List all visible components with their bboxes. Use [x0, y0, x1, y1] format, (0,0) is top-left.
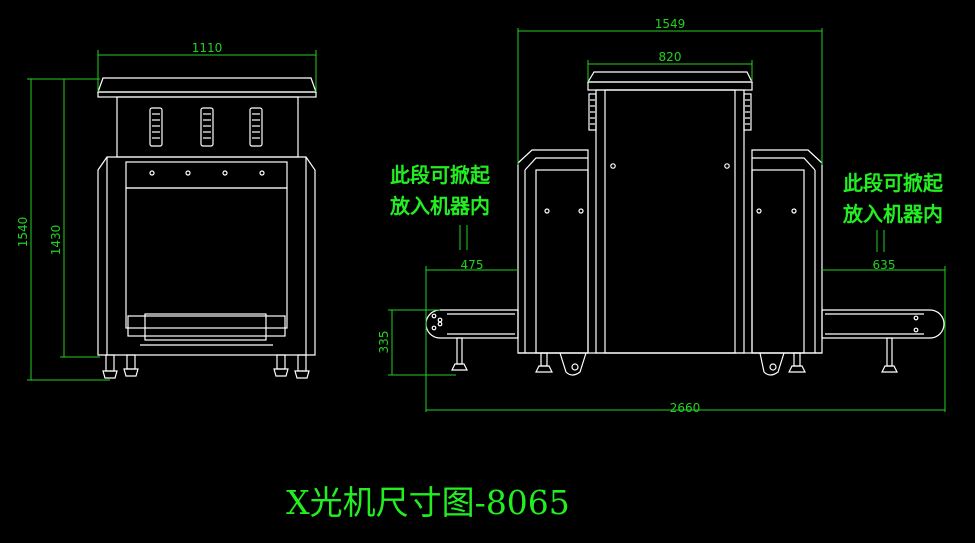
front-height-outer-dim: 1540 — [16, 217, 30, 248]
side-left-cabinet — [517, 149, 589, 354]
side-left-conveyor-dim: 475 — [461, 258, 484, 272]
front-top-cap — [97, 77, 317, 93]
side-overall-length-dim: 2660 — [670, 401, 701, 415]
front-body — [97, 156, 316, 356]
vent-slots — [149, 107, 263, 147]
side-conveyor-height-dim: 335 — [377, 331, 391, 354]
drawing-title: X光机尺寸图-8065 — [286, 483, 570, 522]
front-width-dim: 1110 — [192, 41, 223, 55]
side-right-conveyor-dim: 635 — [873, 258, 896, 272]
side-dimensions — [388, 28, 946, 412]
front-view: 1110 1540 1430 — [16, 41, 317, 381]
side-tunnel-width-dim: 820 — [659, 50, 682, 64]
side-top-cap — [586, 71, 753, 83]
note-right-line2: 放入机器内 — [842, 202, 943, 226]
note-left-line1: 此段可掀起 — [390, 163, 491, 187]
front-feet — [102, 354, 310, 379]
front-tunnel — [125, 187, 288, 329]
right-conveyor — [821, 309, 945, 373]
front-height-inner-dim: 1430 — [49, 225, 63, 256]
front-dimensions — [27, 50, 317, 381]
left-conveyor — [425, 309, 519, 371]
side-overall-width-dim: 1549 — [655, 17, 686, 31]
side-view: 1549 820 475 635 335 2660 此段可掀起 放入机器内 此段… — [377, 17, 946, 415]
front-upper-housing — [116, 96, 299, 158]
note-left-line2: 放入机器内 — [389, 194, 490, 218]
side-tunnel-column — [595, 89, 745, 354]
side-feet — [535, 352, 806, 376]
side-right-cabinet — [751, 149, 823, 354]
note-right-line1: 此段可掀起 — [843, 171, 944, 195]
